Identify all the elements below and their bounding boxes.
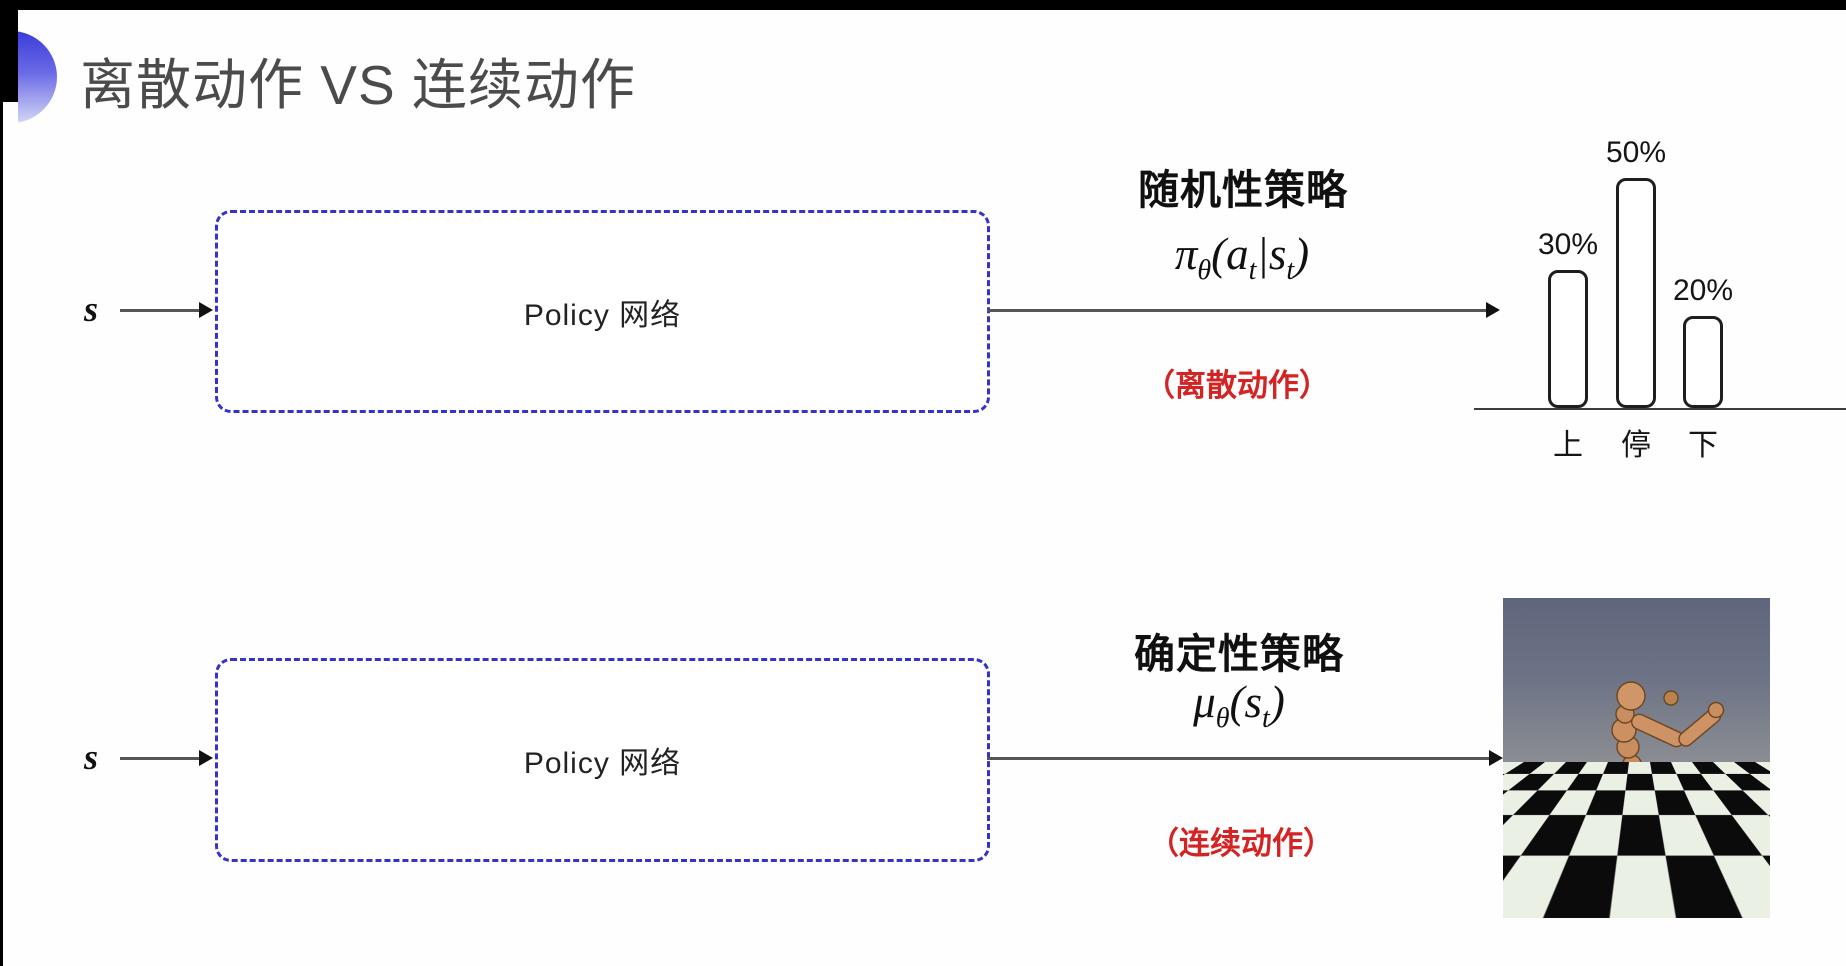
formula-part: (: [1211, 229, 1227, 279]
formula-part: a: [1226, 229, 1249, 279]
formula-part: μ: [1193, 677, 1216, 727]
formula-part: s: [1244, 677, 1263, 727]
bottom-policy-network-label: Policy 网络: [523, 747, 682, 780]
formula-part: ): [1269, 677, 1285, 727]
bottom-state-input-label: s: [84, 737, 99, 777]
frame-corner-block: [0, 0, 18, 102]
probability-bar-chart: 30% 上 50% 停 20% 下: [1474, 96, 1846, 462]
stochastic-policy-title: 随机性策略: [1138, 167, 1348, 213]
title-bullet-ornament: [18, 31, 60, 124]
bar-group-up: 30% 上: [1533, 228, 1603, 462]
top-policy-network-label: Policy 网络: [523, 298, 682, 332]
bar-category-label: 上: [1553, 429, 1583, 462]
top-input-arrow: [120, 302, 213, 318]
stochastic-policy-formula: πθ(at|st): [1042, 228, 1442, 287]
humanoid-robot-image: [1503, 598, 1770, 918]
bar-group-down: 20% 下: [1668, 274, 1738, 462]
formula-part: t: [1262, 703, 1270, 734]
formula-part: t: [1286, 255, 1295, 286]
formula-part: θ: [1197, 255, 1212, 286]
top-state-input-label: s: [84, 289, 99, 329]
formula-part: t: [1248, 255, 1257, 286]
bottom-policy-network-box: Policy 网络: [215, 658, 990, 862]
bar-down: [1683, 316, 1723, 408]
top-policy-network-box: Policy 网络: [215, 210, 990, 413]
humanoid-figure: [1563, 681, 1725, 918]
formula-part: s: [1268, 229, 1287, 279]
bottom-output-arrow: [987, 750, 1503, 766]
formula-part: θ: [1215, 703, 1230, 734]
continuous-action-note: （连续动作）: [1148, 826, 1334, 861]
bar-value-label: 30%: [1537, 228, 1599, 261]
sky-background: [1503, 598, 1770, 762]
gradient-circle-icon: [18, 31, 57, 123]
bar-stop: [1616, 178, 1656, 408]
top-output-arrow: [987, 302, 1500, 318]
frame-left-line: [0, 0, 3, 966]
formula-part: |: [1256, 229, 1269, 279]
deterministic-policy-formula: μθ(st): [1039, 676, 1439, 735]
bar-group-stop: 50% 停: [1601, 136, 1671, 462]
bottom-input-arrow: [120, 750, 213, 766]
bar-value-label: 20%: [1672, 274, 1734, 307]
frame-top-bar: [0, 0, 1846, 10]
page-title: 离散动作 VS 连续动作: [80, 54, 636, 116]
deterministic-policy-title: 确定性策略: [1134, 631, 1344, 677]
formula-part: (: [1229, 677, 1245, 727]
bar-category-label: 下: [1688, 429, 1718, 462]
bar-category-label: 停: [1621, 429, 1651, 462]
bar-value-label: 50%: [1605, 136, 1667, 169]
formula-part: π: [1174, 229, 1198, 279]
bar-up: [1548, 270, 1588, 408]
discrete-action-note: （离散动作）: [1144, 368, 1330, 403]
chart-baseline: [1474, 408, 1846, 410]
formula-part: ): [1294, 229, 1310, 279]
